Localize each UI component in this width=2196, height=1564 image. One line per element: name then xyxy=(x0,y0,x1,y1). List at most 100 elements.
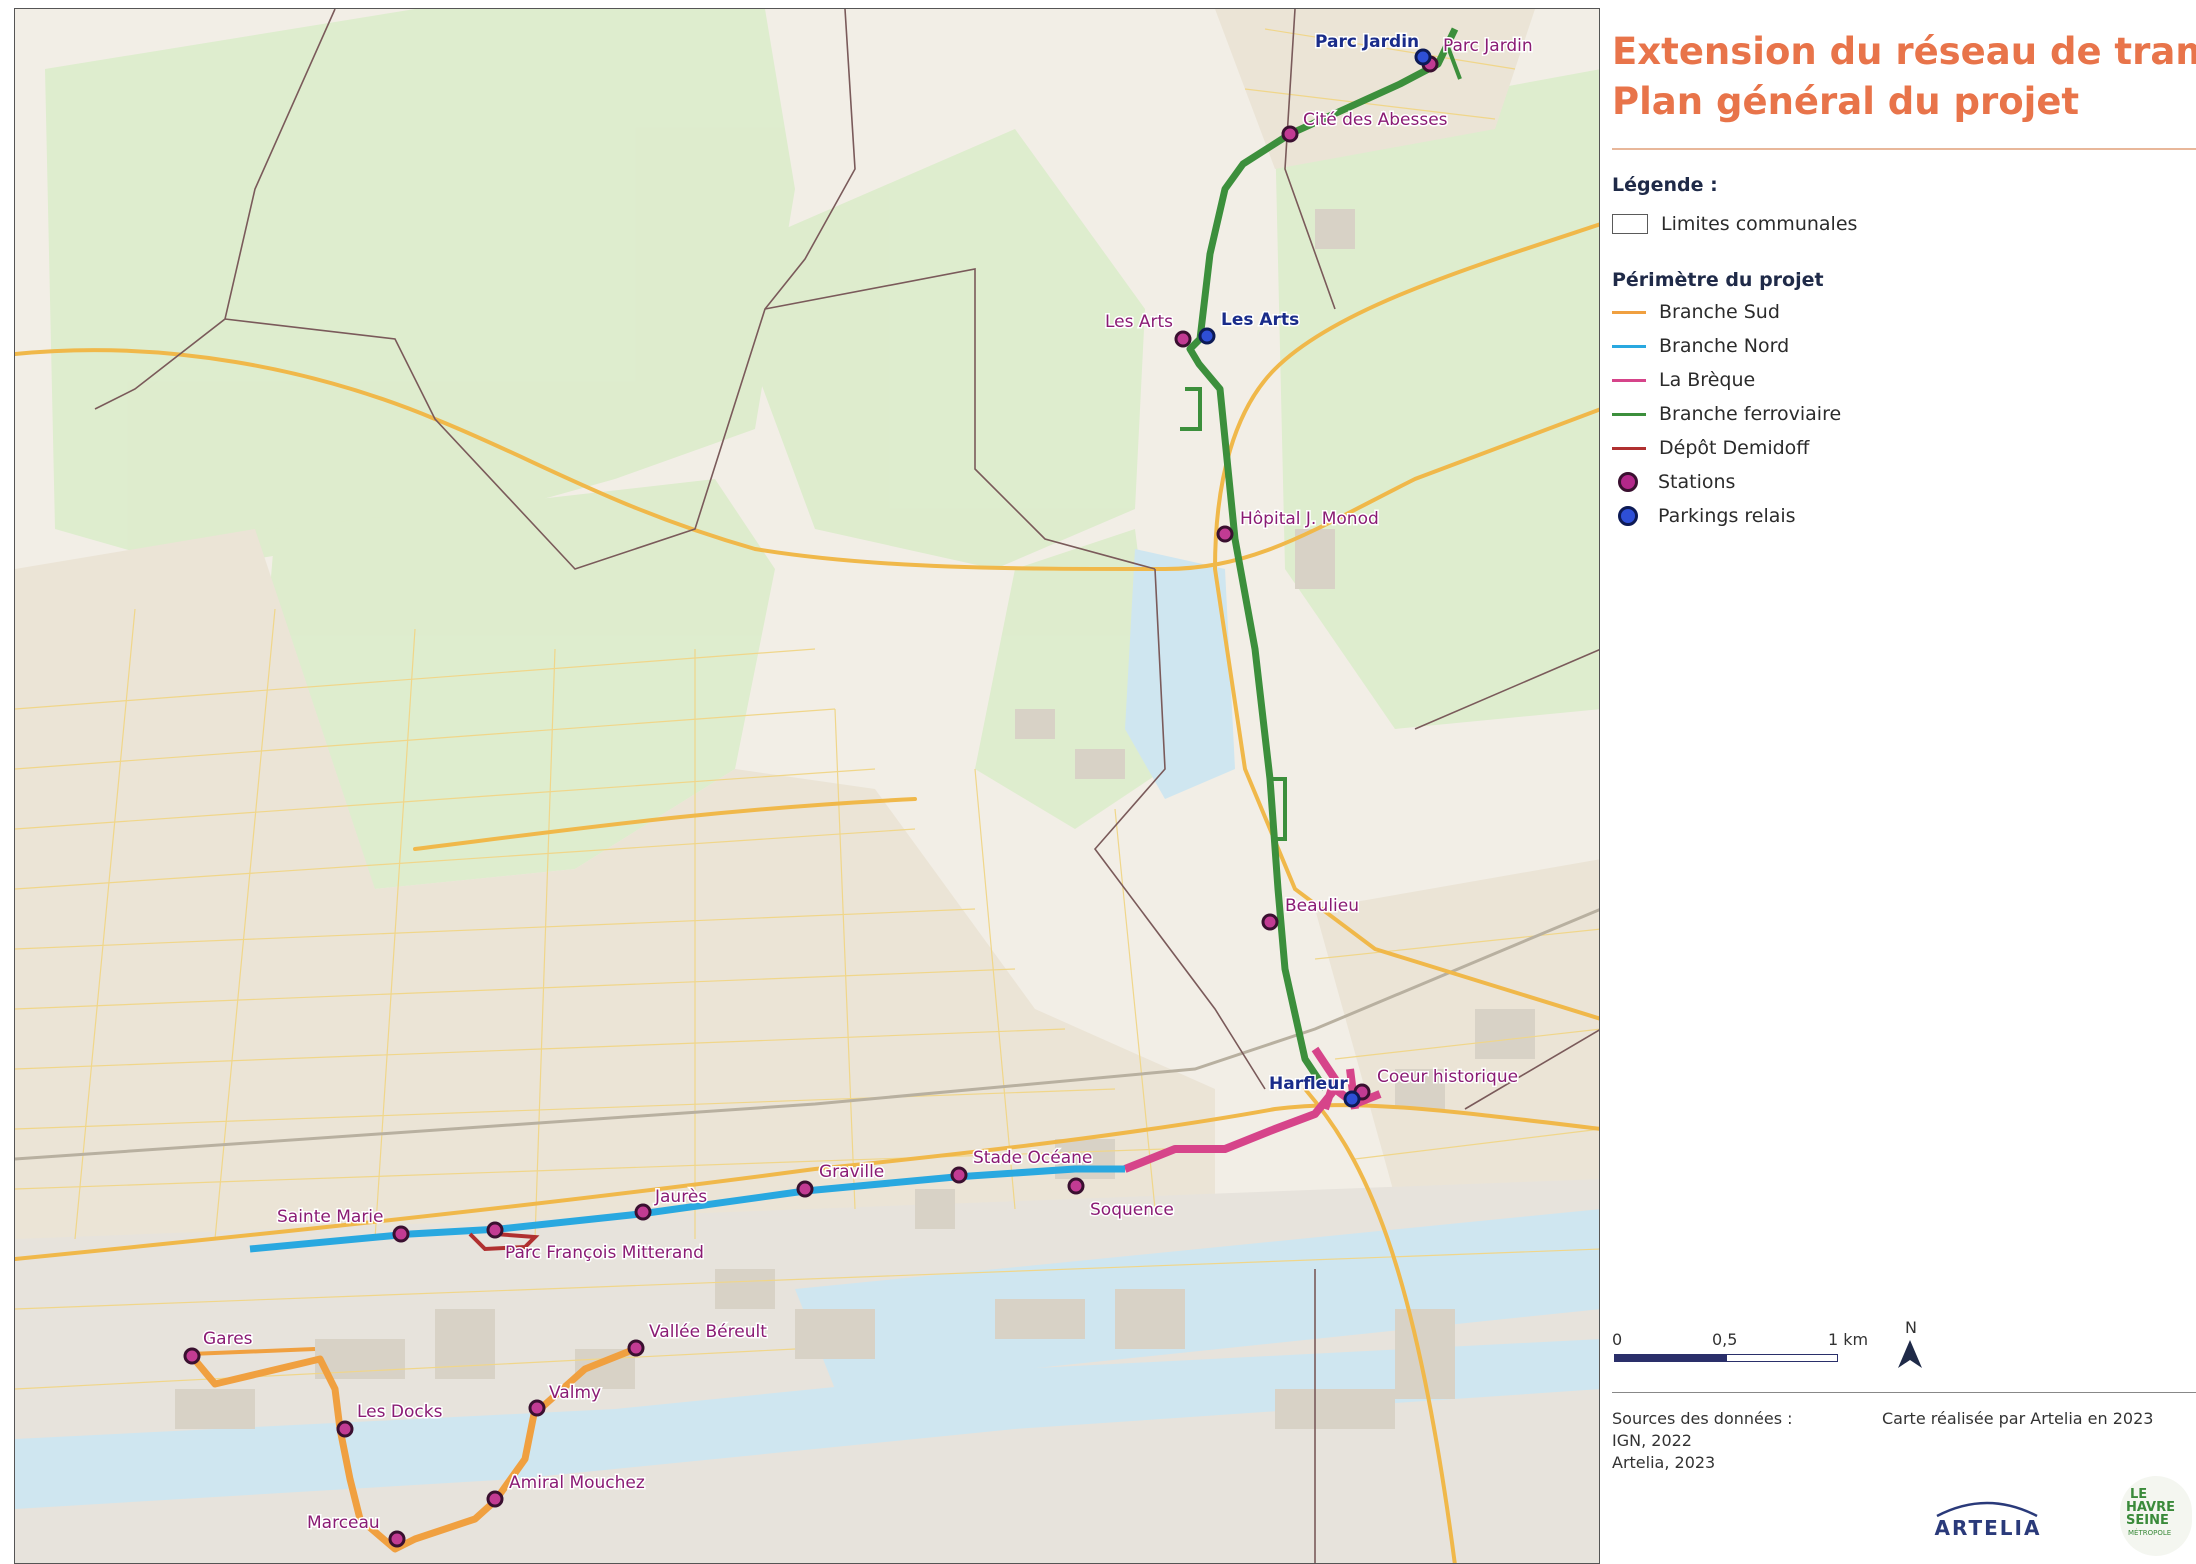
station-marker-marceau xyxy=(388,1530,406,1548)
legend-row-depot-demidoff: Dépôt Demidoff xyxy=(1612,434,1809,462)
parking-markers xyxy=(1198,48,1432,1108)
swatch-branche-sud xyxy=(1612,310,1646,314)
project-heading: Périmètre du projet xyxy=(1612,269,1824,291)
parking-marker-parc-jardin xyxy=(1414,48,1432,66)
label-pr-les-arts: Les Arts xyxy=(1221,310,1299,330)
station-marker-sainte-marie xyxy=(392,1225,410,1243)
label-vallee-bereult: Vallée Béreult xyxy=(649,1322,767,1342)
parking-labels: Parc Jardin Les Arts Harfleur xyxy=(1220,31,1421,1096)
lh-logo-line2: HAVRE xyxy=(2126,1500,2176,1515)
sources-heading: Sources des données : xyxy=(1612,1409,1793,1428)
line-ferroviaire-spur xyxy=(1180,38,1462,841)
lh-logo-line3: SEINE xyxy=(2126,1513,2169,1528)
station-marker-les-docks xyxy=(336,1420,354,1438)
legend-row-branche-nord: Branche Nord xyxy=(1612,332,1789,360)
legend-row-branche-ferroviaire: Branche ferroviaire xyxy=(1612,400,1841,428)
label-cite-abesses: Cité des Abesses xyxy=(1303,110,1448,130)
legend-label-branche-nord: Branche Nord xyxy=(1659,335,1790,357)
label-marceau: Marceau xyxy=(307,1513,380,1533)
station-marker-jaures xyxy=(634,1203,652,1221)
label-sainte-marie: Sainte Marie xyxy=(277,1207,384,1227)
station-marker-vallee-bereult xyxy=(627,1339,645,1357)
station-labels: Parc Jardin Cité des Abesses Les Arts Hô… xyxy=(202,35,1535,1535)
sources-line2: Artelia, 2023 xyxy=(1612,1453,1716,1472)
legend-row-la-breque: La Brèque xyxy=(1612,366,1755,394)
label-gares: Gares xyxy=(203,1329,253,1349)
station-marker-gares xyxy=(183,1347,201,1365)
label-les-arts: Les Arts xyxy=(1105,312,1173,332)
legend-label-branche-sud: Branche Sud xyxy=(1659,301,1780,323)
artelia-logo: ARTELIA xyxy=(1922,1496,2054,1546)
boundary-swatch xyxy=(1612,214,1648,234)
scale-bar-dark xyxy=(1615,1355,1727,1361)
label-pr-parc-jardin: Parc Jardin xyxy=(1315,32,1419,52)
legend-label-branche-ferroviaire: Branche ferroviaire xyxy=(1659,403,1842,425)
communal-boundaries xyxy=(94,9,1599,1563)
streets xyxy=(15,28,1599,1390)
station-marker-les-arts xyxy=(1174,330,1192,348)
sources-divider xyxy=(1612,1392,2196,1393)
label-jaures: Jaurès xyxy=(654,1187,707,1207)
label-beaulieu: Beaulieu xyxy=(1285,896,1359,916)
north-arrow-icon xyxy=(1898,1340,1922,1368)
station-marker-beaulieu xyxy=(1261,913,1279,931)
station-marker-cite-abesses xyxy=(1281,125,1299,143)
parking-marker-les-arts xyxy=(1198,327,1216,345)
map-canvas[interactable]: Parc Jardin Cité des Abesses Les Arts Hô… xyxy=(15,9,1600,1564)
legend-row-boundaries: Limites communales xyxy=(1612,210,1857,238)
swatch-depot-demidoff xyxy=(1612,446,1646,450)
label-hopital: Hôpital J. Monod xyxy=(1240,509,1379,529)
line-depot-demidoff[interactable] xyxy=(468,1232,540,1252)
label-graville: Graville xyxy=(819,1162,884,1182)
buildings xyxy=(175,209,1535,1429)
map-panel[interactable]: Parc Jardin Cité des Abesses Les Arts Hô… xyxy=(14,8,1600,1564)
scale-label-mid: 0,5 xyxy=(1712,1330,1738,1349)
legend-row-stations: Stations xyxy=(1612,468,1735,496)
parking-marker-harfleur xyxy=(1343,1090,1361,1108)
scale-label-end: 1 km xyxy=(1828,1330,1869,1349)
station-swatch-icon xyxy=(1618,472,1638,492)
map-title-line2: Plan général du projet xyxy=(1612,80,2080,123)
artelia-logo-arc-icon xyxy=(1936,1501,2038,1518)
map-credit: Carte réalisée par Artelia en 2023 xyxy=(1882,1409,2154,1428)
line-branche-ferroviaire[interactable] xyxy=(1186,27,1459,1091)
scale-label-0: 0 xyxy=(1612,1330,1623,1349)
label-amiral-mouchez: Amiral Mouchez xyxy=(509,1473,645,1493)
railway xyxy=(15,908,1599,1161)
lh-logo-line1: LE xyxy=(2130,1487,2148,1502)
major-roads xyxy=(15,222,1599,1563)
legend-label-boundaries: Limites communales xyxy=(1661,213,1858,235)
parking-swatch-icon xyxy=(1618,506,1638,526)
north-label: N xyxy=(1905,1318,1917,1337)
map-title-line1: Extension du réseau de tramway xyxy=(1612,30,2196,73)
artelia-logo-text: ARTELIA xyxy=(1934,1516,2042,1540)
legend-label-la-breque: La Brèque xyxy=(1659,369,1756,391)
station-marker-soquence xyxy=(1067,1177,1085,1195)
water xyxy=(15,549,1599,1509)
title-divider xyxy=(1612,148,2196,150)
station-marker-hopital xyxy=(1216,525,1234,543)
scale-bar xyxy=(1614,1354,1838,1362)
station-marker-parc-mitterand xyxy=(486,1221,504,1239)
station-marker-amiral-mouchez xyxy=(486,1490,504,1508)
label-stade-oceane: Stade Océane xyxy=(973,1148,1092,1168)
station-marker-stade-oceane xyxy=(950,1166,968,1184)
legend-heading: Légende : xyxy=(1612,174,1718,196)
legend-label-parkings: Parkings relais xyxy=(1658,505,1796,527)
side-panel: Extension du réseau de tramway Plan géné… xyxy=(1600,0,2196,1564)
label-soquence: Soquence xyxy=(1090,1200,1174,1220)
line-branche-sud-loop xyxy=(189,1347,316,1356)
le-havre-seine-logo: LE HAVRE SEINE MÉTROPOLE xyxy=(2120,1476,2192,1556)
label-parc-mitterand: Parc François Mitterand xyxy=(505,1243,704,1263)
swatch-branche-ferroviaire xyxy=(1612,412,1646,416)
swatch-branche-nord xyxy=(1612,344,1646,348)
label-coeur-historique: Coeur historique xyxy=(1377,1067,1518,1087)
lh-logo-line4: MÉTROPOLE xyxy=(2128,1529,2172,1537)
legend-row-branche-sud: Branche Sud xyxy=(1612,298,1780,326)
label-parc-jardin: Parc Jardin xyxy=(1443,36,1533,56)
label-valmy: Valmy xyxy=(549,1383,601,1403)
legend-label-depot-demidoff: Dépôt Demidoff xyxy=(1659,437,1810,459)
label-les-docks: Les Docks xyxy=(357,1402,443,1422)
line-branche-nord[interactable] xyxy=(249,1165,1125,1253)
station-marker-graville xyxy=(796,1180,814,1198)
